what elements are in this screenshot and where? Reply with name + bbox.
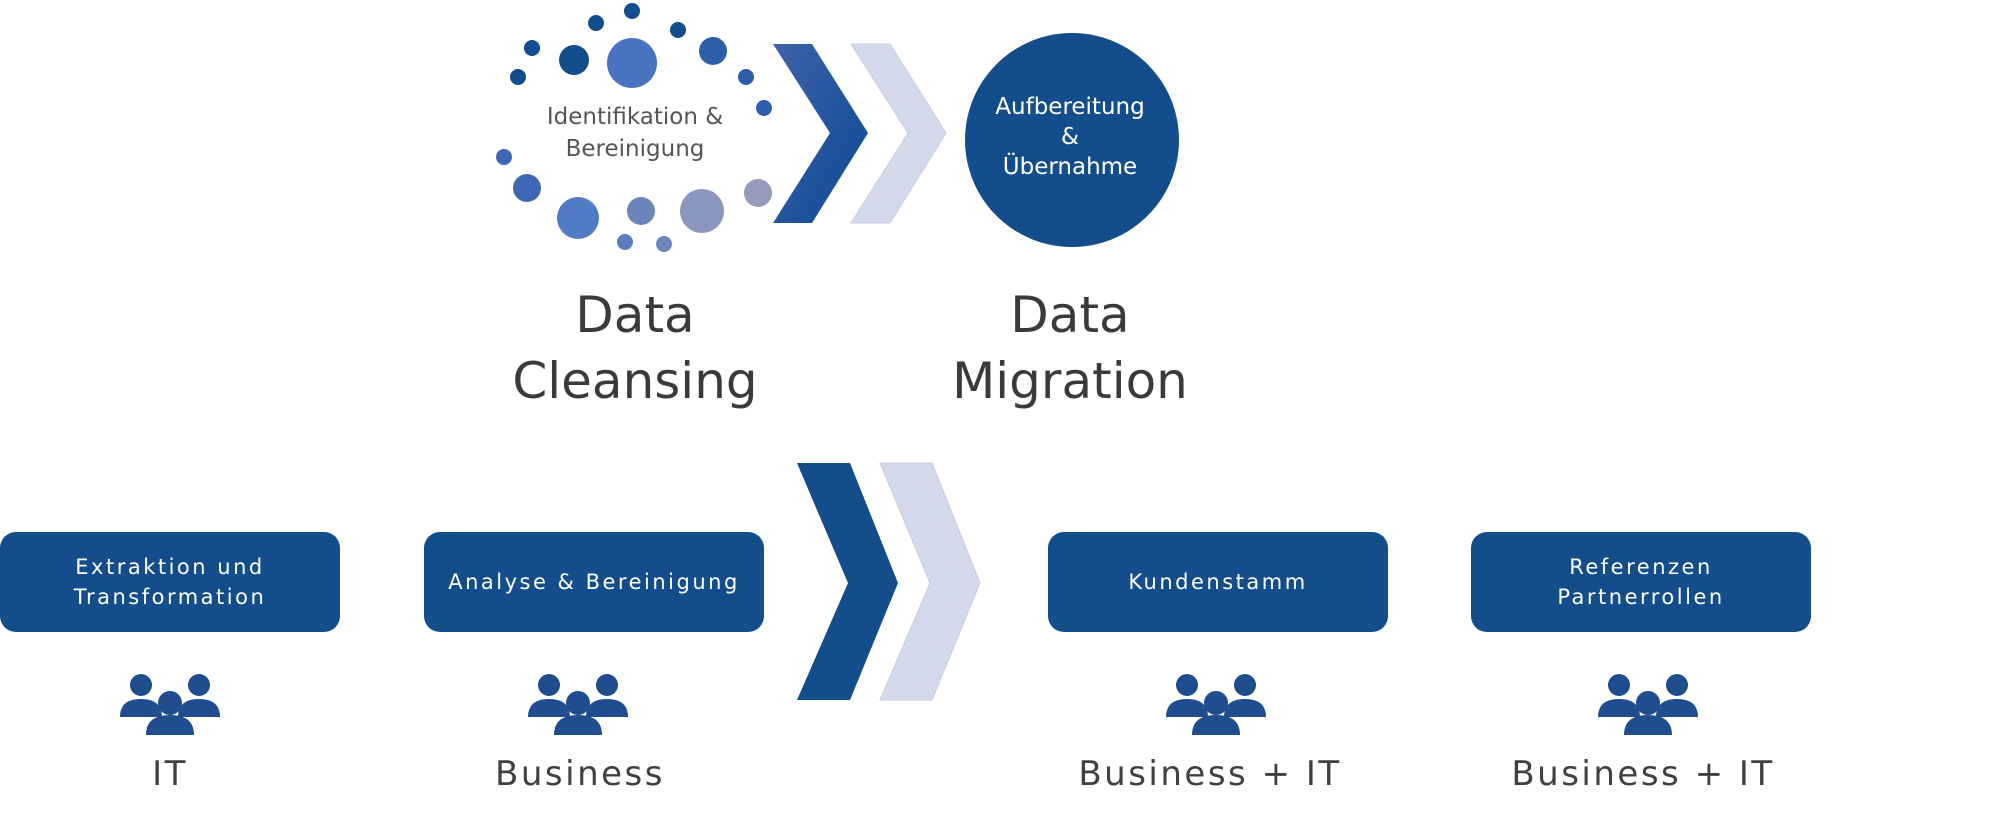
role-label: IT	[152, 754, 188, 794]
chevron-top-light	[850, 43, 947, 224]
dot	[559, 45, 589, 75]
migration-inner-line1: Aufbereitung	[995, 94, 1145, 120]
migration-title-line1: Data	[1010, 286, 1130, 344]
chevron-bottom-dark	[797, 463, 898, 700]
dot	[670, 22, 686, 38]
dot	[588, 15, 604, 31]
dot	[510, 69, 526, 85]
dots-ring	[496, 3, 772, 252]
people-icon	[1166, 674, 1266, 735]
step-box-analyse: Analyse & Bereinigung	[424, 532, 764, 632]
dot	[617, 234, 633, 250]
dot	[513, 174, 541, 202]
chevron-bottom-light	[879, 462, 981, 701]
cleansing-inner-line2: Bereinigung	[565, 136, 705, 162]
people-icon	[528, 674, 628, 735]
cleansing-inner-line1: Identifikation &	[546, 104, 724, 130]
migration-circle	[965, 33, 1179, 247]
cleansing-inner-text: Identifikation & Bereinigung	[528, 101, 742, 165]
migration-inner-line2: &	[1061, 124, 1079, 150]
dot	[756, 100, 772, 116]
dot	[624, 3, 640, 19]
dot	[607, 38, 657, 88]
role-label: Business + IT	[1078, 754, 1342, 794]
dot	[627, 197, 655, 225]
dot	[699, 37, 727, 65]
step-box-kundenstamm: Kundenstamm	[1048, 532, 1388, 632]
cleansing-title-line1: Data	[575, 286, 695, 344]
people-icon	[120, 674, 220, 735]
role-label: Business	[495, 754, 665, 794]
step-box-extraktion: Extraktion und Transformation	[0, 532, 340, 632]
migration-inner-line3: Übernahme	[1002, 154, 1138, 180]
dot	[738, 69, 754, 85]
dot	[680, 189, 724, 233]
people-icon	[1598, 674, 1698, 735]
step-box-referenzen: Referenzen Partnerrollen	[1471, 532, 1811, 632]
data-cleansing-title: Data Cleansing	[470, 282, 800, 414]
data-migration-title: Data Migration	[905, 282, 1235, 414]
chevron-top-dark	[773, 44, 868, 223]
dot	[524, 40, 540, 56]
dot	[557, 197, 599, 239]
dot	[744, 179, 772, 207]
dot	[496, 149, 512, 165]
dot	[656, 236, 672, 252]
migration-title-line2: Migration	[952, 352, 1188, 410]
migration-inner-text: Aufbereitung & Übernahme	[965, 92, 1175, 182]
role-label: Business + IT	[1511, 754, 1775, 794]
cleansing-title-line2: Cleansing	[512, 352, 758, 410]
